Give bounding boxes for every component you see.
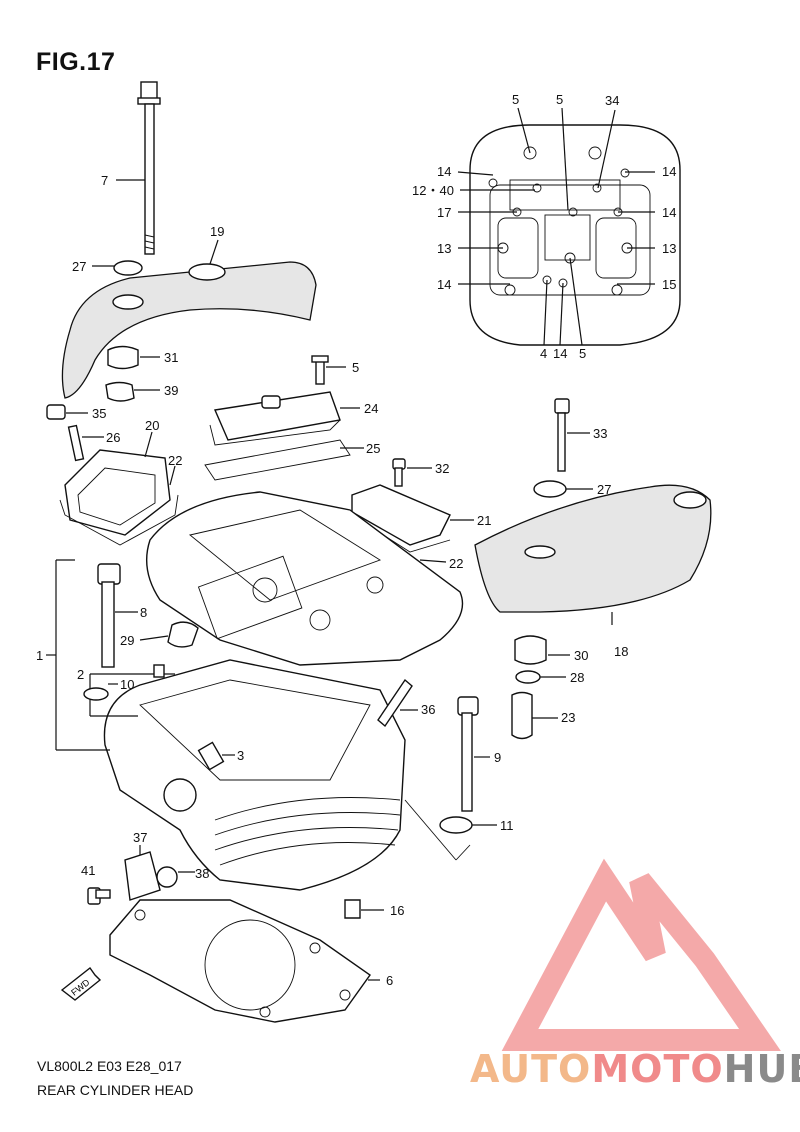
watermark-moto: MOTO <box>591 1047 724 1091</box>
callout-31: 31 <box>164 350 178 365</box>
cylinder-head-drawing <box>46 491 464 891</box>
callout-3: 3 <box>237 748 244 763</box>
callout-7: 7 <box>101 173 108 188</box>
callout-37: 37 <box>133 830 147 845</box>
valve-cover-24-drawing <box>204 355 364 481</box>
callout-18: 18 <box>614 644 628 659</box>
callout-17: 17 <box>437 205 451 220</box>
callout-14-b: 14 <box>662 164 676 179</box>
callout-21: 21 <box>477 513 491 528</box>
callout-8: 8 <box>140 605 147 620</box>
callout-20: 20 <box>145 418 159 433</box>
callout-6: 6 <box>386 973 393 988</box>
callout-5-a: 5 <box>512 92 519 107</box>
callout-26: 26 <box>106 430 120 445</box>
fwd-arrow <box>60 966 102 1001</box>
callout-36: 36 <box>421 702 435 717</box>
callout-23: 23 <box>561 710 575 725</box>
callout-2: 2 <box>77 667 84 682</box>
callout-16: 16 <box>390 903 404 918</box>
callout-19: 19 <box>210 224 224 239</box>
figure-title: FIG.17 <box>36 48 116 76</box>
callout-35: 35 <box>92 406 106 421</box>
callout-25: 25 <box>366 441 380 456</box>
cover-19-drawing <box>46 239 317 420</box>
callout-27-b: 27 <box>597 482 611 497</box>
inset-head-top-view <box>457 107 681 346</box>
callout-13-b: 13 <box>662 241 676 256</box>
lower-parts-drawing <box>60 845 384 1023</box>
figure-name-caption: REAR CYLINDER HEAD <box>37 1082 194 1098</box>
callout-1: 1 <box>36 648 43 663</box>
watermark-wordmark: AUTOMOTOHUB <box>470 1047 800 1091</box>
callout-14-e: 14 <box>553 346 567 361</box>
callout-4: 4 <box>540 346 547 361</box>
callout-14-a: 14 <box>437 164 451 179</box>
callout-22-a: 22 <box>168 453 182 468</box>
left-side-cover-drawing <box>59 424 179 546</box>
callout-10: 10 <box>120 677 134 692</box>
callout-30: 30 <box>574 648 588 663</box>
callout-22-b: 22 <box>449 556 463 571</box>
callout-15: 15 <box>662 277 676 292</box>
callout-33: 33 <box>593 426 607 441</box>
callout-34: 34 <box>605 93 619 108</box>
callout-14-c: 14 <box>662 205 676 220</box>
callout-24: 24 <box>364 401 378 416</box>
watermark-triangle-logo <box>501 858 781 1051</box>
callout-27-a: 27 <box>72 259 86 274</box>
right-small-parts-drawing <box>511 635 570 740</box>
callout-9: 9 <box>494 750 501 765</box>
callout-5-d: 5 <box>352 360 359 375</box>
cover-18-drawing <box>474 398 712 625</box>
bolt-7-drawing <box>116 81 161 255</box>
callout-5-b: 5 <box>556 92 563 107</box>
callout-29: 29 <box>120 633 134 648</box>
watermark-auto: AUTO <box>470 1047 592 1091</box>
callout-12-40: 12・40 <box>412 183 454 198</box>
callout-38: 38 <box>195 866 209 881</box>
callout-5-c: 5 <box>579 346 586 361</box>
callout-41: 41 <box>81 863 95 878</box>
fasteners-drawing <box>83 563 497 861</box>
callout-28: 28 <box>570 670 584 685</box>
callout-11: 11 <box>500 818 514 833</box>
model-code-caption: VL800L2 E03 E28_017 <box>37 1058 182 1074</box>
callout-32: 32 <box>435 461 449 476</box>
callout-14-d: 14 <box>437 277 451 292</box>
watermark-hub: HUB <box>723 1047 800 1091</box>
callout-13-a: 13 <box>437 241 451 256</box>
callout-39: 39 <box>164 383 178 398</box>
